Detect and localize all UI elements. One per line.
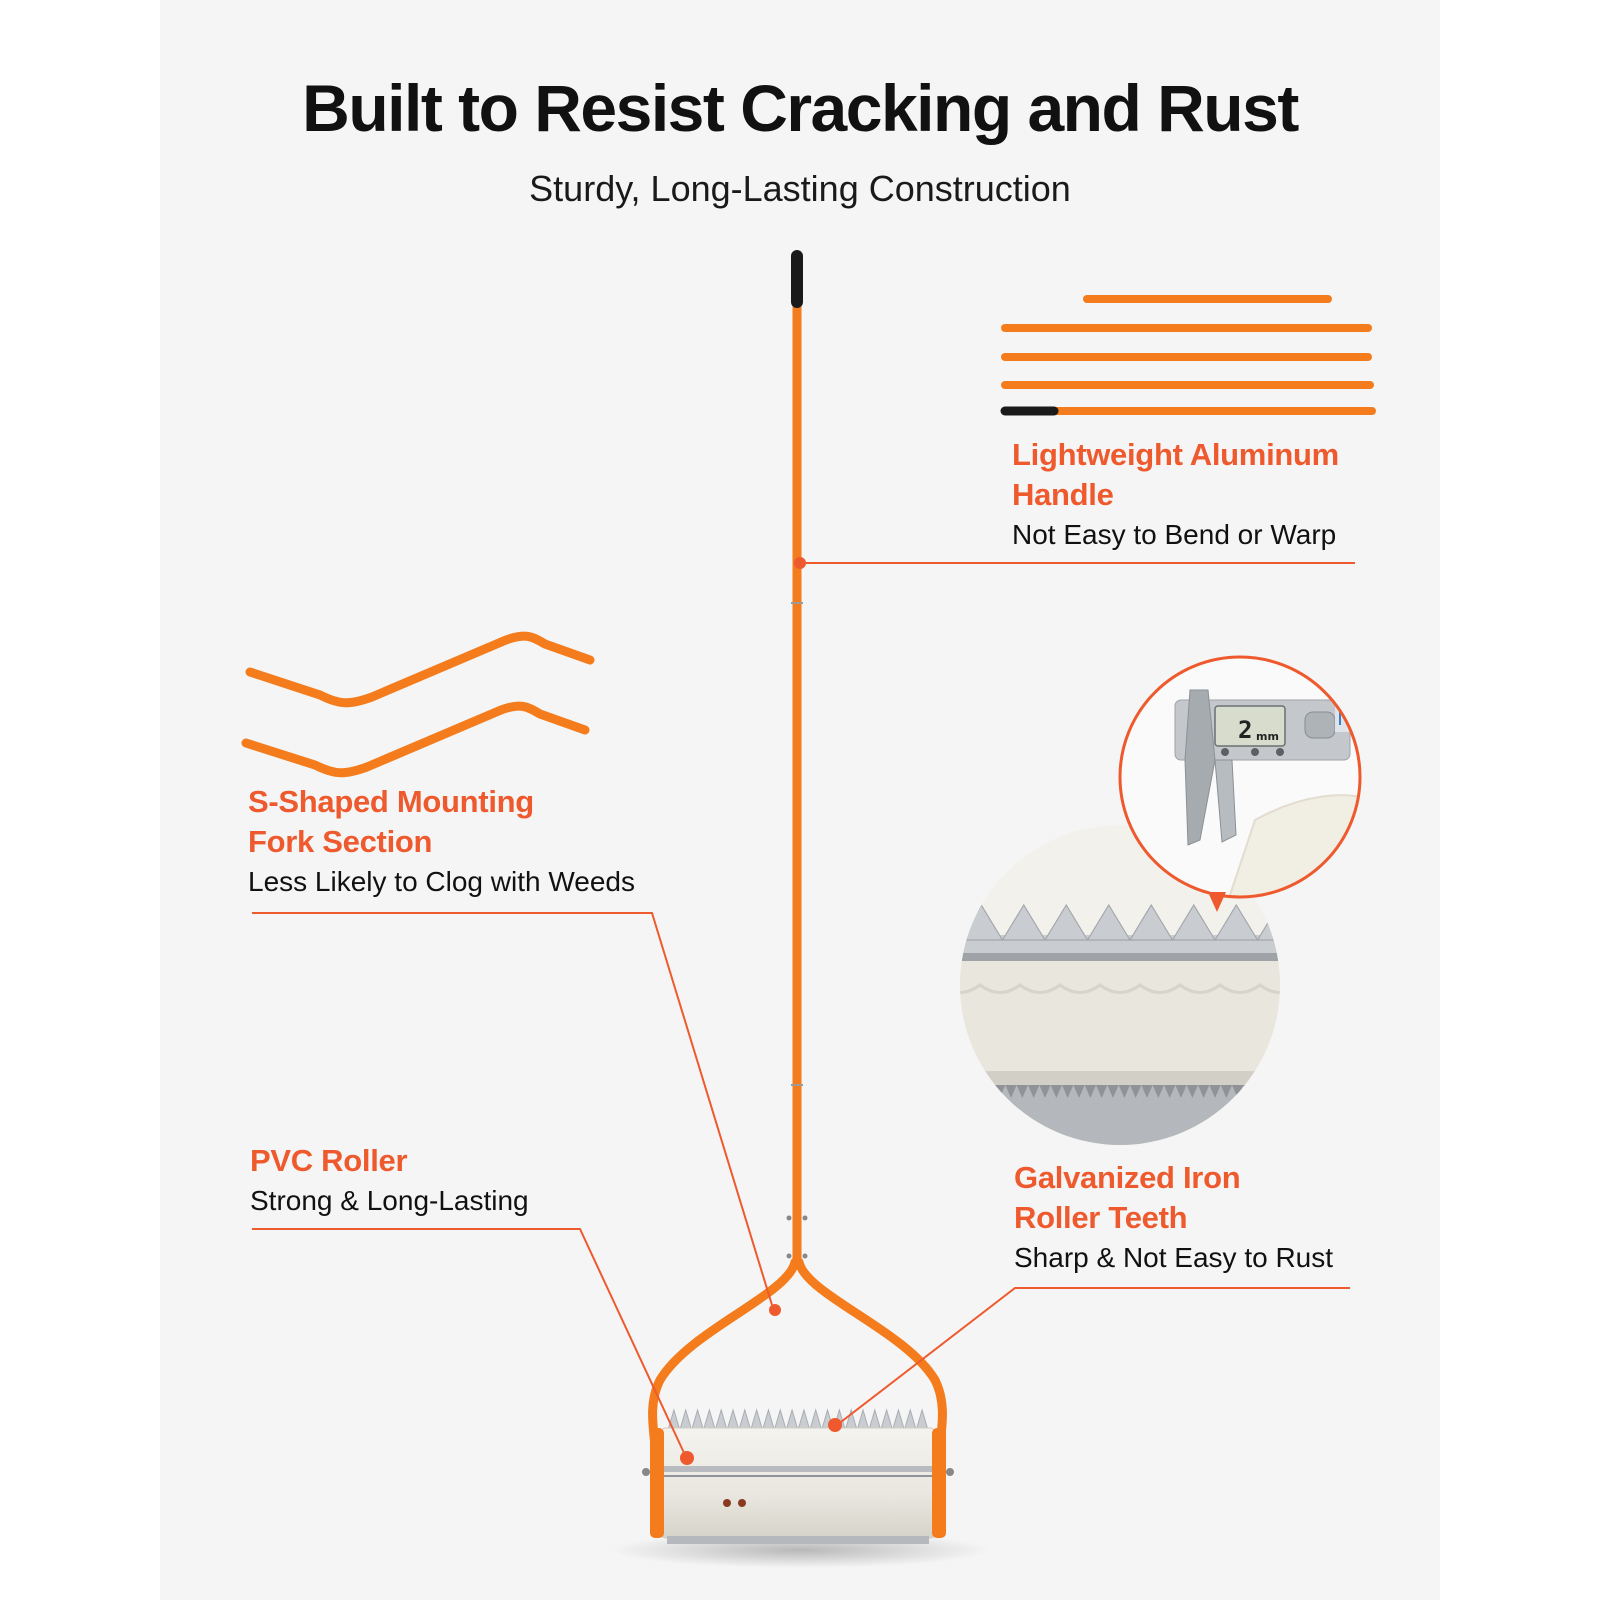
feature-teeth: Galvanized Iron Roller Teeth Sharp & Not… [1014, 1158, 1333, 1276]
feature-roller-desc: Strong & Long-Lasting [250, 1185, 529, 1216]
page-title: Built to Resist Cracking and Rust [302, 71, 1299, 145]
feature-fork-name-1: S-Shaped Mounting [248, 784, 534, 819]
fork-section [245, 631, 595, 708]
feature-teeth-name-1: Galvanized Iron [1014, 1160, 1241, 1195]
roller-callout-line [252, 1228, 686, 1456]
feature-roller-name: PVC Roller [250, 1143, 408, 1178]
feature-fork-name-2: Fork Section [248, 824, 433, 859]
feature-roller: PVC Roller Strong & Long-Lasting [250, 1141, 529, 1219]
handle-sections-graphic [1000, 295, 1376, 416]
main-handle [786, 250, 808, 1260]
feature-fork-desc: Less Likely to Clog with Weeds [248, 866, 635, 897]
callout-lines [252, 562, 1355, 1456]
feature-teeth-name-2: Roller Teeth [1014, 1200, 1188, 1235]
feature-handle-desc: Not Easy to Bend or Warp [1012, 519, 1337, 550]
roller-graphic [610, 1408, 990, 1568]
fork-sections-graphic [241, 631, 595, 778]
feature-fork: S-Shaped Mounting Fork Section Less Like… [248, 782, 635, 900]
feature-handle-name-2: Handle [1012, 477, 1114, 512]
fork-section [241, 701, 590, 778]
fork-callout-line [252, 912, 773, 1306]
caliper-unit: mm [1256, 730, 1279, 743]
caliper-reading: 2 [1238, 716, 1252, 744]
page-subtitle: Sturdy, Long-Lasting Construction [529, 168, 1071, 209]
callout-dots [680, 557, 842, 1465]
feature-handle-name-1: Lightweight Aluminum [1012, 437, 1339, 472]
teeth-callout-line [836, 1287, 1350, 1426]
feature-teeth-desc: Sharp & Not Easy to Rust [1014, 1242, 1334, 1273]
feature-handle: Lightweight Aluminum Handle Not Easy to … [1012, 435, 1339, 553]
